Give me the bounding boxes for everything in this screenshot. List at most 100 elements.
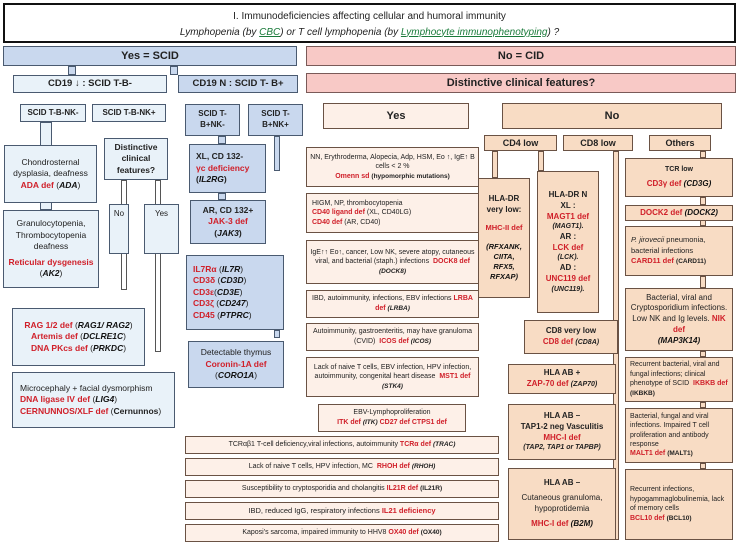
phenotype-text: CD8 very low bbox=[545, 326, 597, 336]
nik-box: Bacterial, viral and Cryptosporidium inf… bbox=[625, 288, 733, 351]
question-text: ) or T cell lymphopenia (by bbox=[280, 26, 401, 38]
immunophenotyping-link[interactable]: Lymphocyte immunophenotyping bbox=[400, 26, 548, 38]
phenotype-text: HIGM, NP, thrombocytopenia bbox=[312, 199, 403, 207]
dock8-box: IgE↑↑ Eo↑, cancer, Low NK, severe atopy,… bbox=[306, 240, 479, 284]
defect-name: Coronin-1A def bbox=[205, 358, 267, 369]
gene-name: (CD3G) bbox=[683, 178, 712, 188]
defect-name: DOCK8 def bbox=[432, 258, 470, 266]
diagram-title: I. Immunodeficiencies affecting cellular… bbox=[233, 11, 506, 22]
yes-node: Yes bbox=[144, 204, 179, 254]
phenotype-text: Autoimmunity, gastroenteritis, may have … bbox=[313, 328, 472, 345]
defect-name: OX40 def bbox=[388, 529, 419, 537]
defect-name: TCRα def bbox=[399, 441, 432, 449]
bcl10-box: Recurrent infections, hypogammaglobuline… bbox=[625, 469, 733, 540]
phenotype-text: HLA AB – bbox=[543, 478, 581, 488]
gene-name: IL2RG bbox=[198, 174, 224, 185]
gene-name: (TRAC) bbox=[433, 441, 456, 449]
phenotype-text: TAP1-2 neg Vasculitis bbox=[520, 421, 604, 431]
gene-name: PTPRC bbox=[219, 309, 249, 320]
phenotype-text: Lack of naive T cells, EBV infection, HP… bbox=[313, 363, 472, 381]
gene-name: CD3E bbox=[216, 286, 240, 297]
gene-name: (AR, CD40) bbox=[344, 218, 381, 226]
il21r-box: Susceptibility to cryptosporidia and cho… bbox=[185, 480, 499, 498]
gene-name: IL7R bbox=[221, 263, 241, 274]
cd40-box: HIGM, NP, thrombocytopenia CD40 ligand d… bbox=[306, 193, 479, 233]
cd8-low-node: CD8 low bbox=[563, 135, 633, 151]
gene-name: Cernunnos bbox=[113, 405, 159, 416]
phenotype-text: IBD, reduced IgG, respiratory infections bbox=[248, 505, 380, 515]
gene-name: (LCK). bbox=[557, 254, 579, 262]
diagram-header: I. Immunodeficiencies affecting cellular… bbox=[3, 3, 736, 43]
gene-name: (IKBKB) bbox=[630, 389, 655, 397]
defect-name: ICOS def bbox=[379, 337, 409, 345]
card11-box: P. jirovecii pneumonia, bacterial infect… bbox=[625, 226, 733, 276]
il7r-cd3-box: IL7Rα (IL7R) CD3δ (CD3D) CD3ε(CD3E) CD3ζ… bbox=[186, 255, 284, 330]
lrba-box: IBD, autoimmunity, infections, EBV infec… bbox=[306, 290, 479, 318]
gene-name: CD3D bbox=[220, 275, 244, 286]
connector bbox=[700, 197, 706, 205]
defect-name: MHC-II def bbox=[485, 223, 523, 233]
phenotype-text: HLA AB – bbox=[543, 411, 581, 421]
gene-name: (MAP3K14) bbox=[657, 335, 701, 345]
defect-name: CD3ζ bbox=[193, 298, 214, 309]
gene-name: (DOCK2) bbox=[684, 207, 718, 217]
defect-name: MHC-I def bbox=[543, 432, 581, 442]
tcra-box: TCRαβ1 T-cell deficiency,viral infection… bbox=[185, 436, 499, 454]
defect-name: CD40 def bbox=[312, 218, 343, 226]
mst1-box: Lack of naive T cells, EBV infection, HP… bbox=[306, 357, 479, 397]
ox40-box: Kaposi's sarcoma, impaired immunity to H… bbox=[185, 524, 499, 542]
dna-ligase-box: Microcephaly + facial dysmorphism DNA li… bbox=[12, 372, 175, 428]
phenotype-text: Bacterial, fungal and viral infections. … bbox=[630, 412, 710, 449]
phenotype-text: Detectable thymus bbox=[200, 347, 272, 358]
gene-name: PRKDC bbox=[92, 342, 124, 353]
defect-name: JAK-3 def bbox=[208, 216, 248, 227]
connector bbox=[155, 180, 161, 352]
defect-name: CD40 ligand def bbox=[312, 209, 365, 217]
connector bbox=[218, 193, 226, 200]
gene-name: DCLRE1C bbox=[82, 331, 124, 342]
no-node: No bbox=[109, 204, 129, 254]
scid-tbpnk-plus: SCID T-B+NK+ bbox=[248, 104, 303, 136]
connector bbox=[218, 136, 226, 144]
defect-name: BCL10 def bbox=[630, 514, 665, 522]
gene-name: (MALT1) bbox=[667, 450, 693, 458]
phenotype-text: IBD, autoimmunity, infections, EBV infec… bbox=[312, 295, 452, 303]
hla-dr-very-low-box: HLA-DR very low: MHC-II def (RFXANK, CII… bbox=[478, 178, 530, 298]
rhoh-box: Lack of naive T cells, HPV infection, MC… bbox=[185, 458, 499, 476]
defect-name: LRBA def bbox=[375, 295, 473, 312]
gene-name: (LRBA) bbox=[387, 304, 410, 312]
phenotype-text: HLA AB + bbox=[543, 368, 581, 378]
gene-name: (DOCK8) bbox=[378, 267, 407, 275]
distinctive-features-node: Distinctive clinical features? bbox=[104, 138, 168, 180]
cd8-very-low-box: CD8 very low CD8 def (CD8A) bbox=[524, 320, 618, 354]
defect-name: DOCK2 def bbox=[640, 207, 683, 217]
il21-box: IBD, reduced IgG, respiratory infections… bbox=[185, 502, 499, 520]
gene-name: (OX40) bbox=[420, 529, 442, 537]
phenotype-text: HLA-DR N bbox=[548, 190, 588, 200]
defect-name: CARD11 def bbox=[631, 255, 674, 265]
cbc-link[interactable]: CBC bbox=[259, 26, 281, 38]
defect-name: IL7Rα bbox=[193, 263, 217, 274]
connector bbox=[68, 66, 76, 75]
gene-name: AK2 bbox=[42, 268, 60, 279]
phenotype-text: EBV-Lymphoproliferation bbox=[353, 409, 431, 417]
scid-tbnk-minus: SCID T-B-NK- bbox=[20, 104, 86, 122]
connector bbox=[274, 330, 280, 338]
defect-name: UNC119 def bbox=[545, 273, 591, 283]
mhc-i-b2m-box: HLA AB – Cutaneous granuloma, hypoprotid… bbox=[508, 468, 616, 540]
gene-name: CORO1A bbox=[217, 370, 255, 381]
cd19-low-node: CD19 ↓ : SCID T-B- bbox=[13, 75, 167, 93]
phenotype-text: Cutaneous granuloma, hypoprotidemia bbox=[521, 493, 603, 513]
defect-name: IL21R def bbox=[386, 485, 419, 493]
phenotype-text: TCR low bbox=[665, 166, 693, 174]
connector bbox=[492, 151, 498, 178]
dock2-box: DOCK2 def (DOCK2) bbox=[625, 205, 733, 221]
jak3-box: AR, CD 132+ JAK-3 def (JAK3) bbox=[190, 200, 266, 244]
phenotype-text: XL, CD 132- bbox=[196, 151, 244, 162]
gene-name: RAG1/ RAG2 bbox=[77, 319, 130, 330]
defect-name: RHOH def bbox=[376, 463, 410, 471]
defect-name: CD3ε bbox=[193, 286, 215, 297]
phenotype-text: Kaposi's sarcoma, impaired immunity to H… bbox=[242, 529, 387, 537]
connector bbox=[700, 351, 706, 357]
connector bbox=[700, 402, 706, 408]
